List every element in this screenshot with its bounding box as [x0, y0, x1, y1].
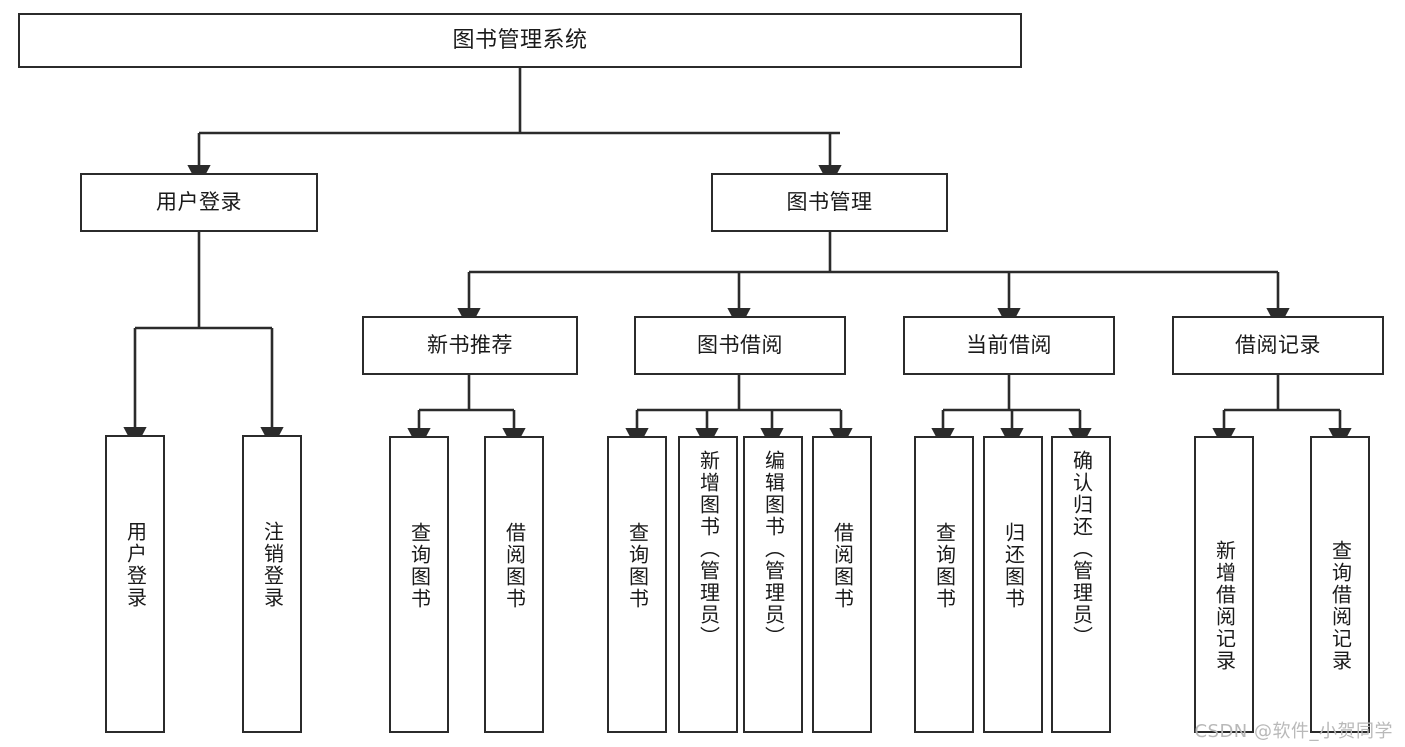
- leaf-edit-book-admin[interactable]: 编辑图书（管理员）: [743, 436, 803, 733]
- node-label: 新增图书（管理员）: [696, 450, 721, 648]
- node-label: 用户登录: [123, 521, 148, 609]
- leaf-query-book-borrow[interactable]: 查询图书: [607, 436, 667, 733]
- leaf-query-book-newbook[interactable]: 查询图书: [389, 436, 449, 733]
- node-label: 当前借阅: [966, 333, 1052, 358]
- leaf-user-login[interactable]: 用户登录: [105, 435, 165, 733]
- node-label: 借阅图书: [830, 522, 855, 610]
- node-label: 用户登录: [156, 190, 242, 215]
- node-book-management[interactable]: 图书管理: [711, 173, 948, 232]
- leaf-logout[interactable]: 注销登录: [242, 435, 302, 733]
- node-user-login[interactable]: 用户登录: [80, 173, 318, 232]
- node-borrow-records[interactable]: 借阅记录: [1172, 316, 1384, 375]
- node-root-system[interactable]: 图书管理系统: [18, 13, 1022, 68]
- node-label: 查询图书: [407, 522, 432, 610]
- leaf-add-borrow-record[interactable]: 新增借阅记录: [1194, 436, 1254, 733]
- node-label: 查询图书: [625, 522, 650, 610]
- node-label: 新增借阅记录: [1212, 540, 1237, 672]
- node-current-borrow[interactable]: 当前借阅: [903, 316, 1115, 375]
- node-label: 查询借阅记录: [1328, 540, 1353, 672]
- leaf-add-book-admin[interactable]: 新增图书（管理员）: [678, 436, 738, 733]
- node-label: 确认归还（管理员）: [1069, 450, 1094, 648]
- node-label: 图书管理系统: [452, 27, 588, 53]
- leaf-borrow-book[interactable]: 借阅图书: [812, 436, 872, 733]
- node-label: 借阅记录: [1235, 333, 1321, 358]
- leaf-borrow-book-newbook[interactable]: 借阅图书: [484, 436, 544, 733]
- node-label: 图书管理: [786, 190, 873, 215]
- node-label: 归还图书: [1001, 522, 1026, 610]
- node-label: 借阅图书: [502, 522, 527, 610]
- node-label: 图书借阅: [697, 333, 783, 358]
- node-label: 新书推荐: [427, 333, 513, 358]
- leaf-return-book[interactable]: 归还图书: [983, 436, 1043, 733]
- node-label: 查询图书: [932, 522, 957, 610]
- node-new-book-recommend[interactable]: 新书推荐: [362, 316, 578, 375]
- leaf-confirm-return-admin[interactable]: 确认归还（管理员）: [1051, 436, 1111, 733]
- leaf-query-book-current[interactable]: 查询图书: [914, 436, 974, 733]
- csdn-watermark: CSDN @软件_小贺同学: [1194, 721, 1393, 742]
- node-book-borrow[interactable]: 图书借阅: [634, 316, 846, 375]
- node-label: 编辑图书（管理员）: [761, 450, 786, 648]
- node-label: 注销登录: [260, 521, 285, 609]
- leaf-query-borrow-record[interactable]: 查询借阅记录: [1310, 436, 1370, 733]
